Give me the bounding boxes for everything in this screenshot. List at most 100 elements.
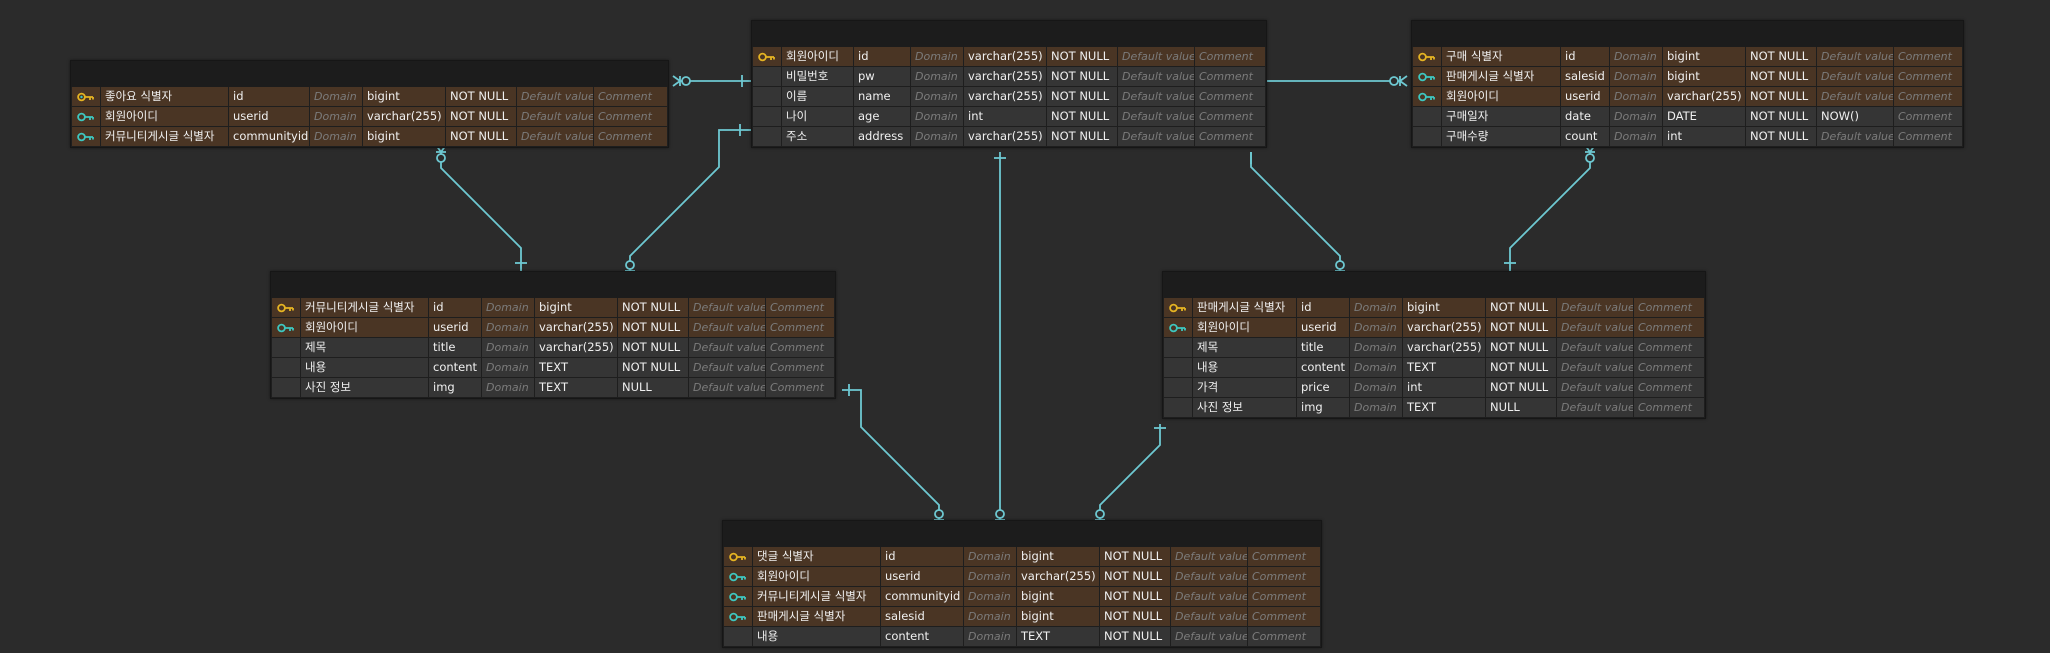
column-name-cell: id (429, 298, 481, 317)
key-cell (724, 627, 752, 646)
table-header[interactable] (1163, 272, 1705, 298)
key-cell (724, 567, 752, 586)
logical-name-cell: 회원아이디 (301, 318, 428, 337)
comment-cell: Comment (1894, 127, 1962, 146)
comment-cell: Comment (1195, 127, 1265, 146)
default-value-cell: Default value (1171, 627, 1247, 646)
column-name-cell: communityid (881, 587, 963, 606)
comment-cell: Comment (766, 358, 834, 377)
data-type-cell: bigint (1017, 607, 1099, 626)
domain-cell: Domain (310, 87, 362, 106)
default-value-cell: Default value (1118, 67, 1194, 86)
logical-name-cell: 커뮤니티게시글 식별자 (301, 298, 428, 317)
zero-marker (436, 153, 446, 163)
domain-cell: Domain (1350, 298, 1402, 317)
domain-cell: Domain (911, 67, 963, 86)
column-name-cell: salesid (881, 607, 963, 626)
default-value-cell: Default value (1817, 67, 1893, 86)
nullable-cell: NOT NULL (1746, 67, 1816, 86)
table-header[interactable] (723, 521, 1321, 547)
domain-cell: Domain (1610, 47, 1662, 66)
key-cell (753, 67, 781, 86)
logical-name-cell: 판매게시글 식별자 (753, 607, 880, 626)
column-name-cell: userid (229, 107, 309, 126)
comment-cell: Comment (594, 87, 667, 106)
logical-name-cell: 내용 (1193, 358, 1296, 377)
data-type-cell: varchar(255) (1017, 567, 1099, 586)
comment-cell: Comment (1894, 107, 1962, 126)
table-header[interactable] (271, 272, 835, 298)
foreign-key-icon (729, 612, 746, 621)
zero-marker (625, 260, 635, 270)
table-header[interactable] (752, 21, 1266, 47)
logical-name-cell: 회원아이디 (1442, 87, 1560, 106)
domain-cell: Domain (482, 298, 534, 317)
nullable-cell: NULL (1486, 398, 1556, 417)
comment-cell: Comment (1634, 378, 1704, 397)
default-value-cell: Default value (1557, 318, 1633, 337)
relation-comment-community (842, 389, 940, 520)
comment-cell: Comment (1634, 338, 1704, 357)
logical-name-cell: 구매일자 (1442, 107, 1560, 126)
comment-cell: Comment (1634, 398, 1704, 417)
logical-name-cell: 회원아이디 (1193, 318, 1296, 337)
column-name-cell: id (1297, 298, 1349, 317)
key-cell (72, 87, 100, 106)
data-type-cell: varchar(255) (964, 87, 1046, 106)
domain-cell: Domain (964, 567, 1016, 586)
data-type-cell: varchar(255) (964, 67, 1046, 86)
table-header[interactable] (71, 61, 668, 87)
primary-key-icon (1169, 303, 1186, 312)
comment-cell: Comment (1195, 47, 1265, 66)
primary-key-icon (758, 52, 775, 61)
comment-cell: Comment (1248, 567, 1320, 586)
nullable-cell: NOT NULL (446, 87, 516, 106)
zero-marker (1335, 260, 1345, 270)
zero-marker (681, 76, 691, 86)
nullable-cell: NOT NULL (1486, 298, 1556, 317)
table-header[interactable] (1412, 21, 1963, 47)
data-type-cell: varchar(255) (964, 47, 1046, 66)
column-name-cell: userid (1297, 318, 1349, 337)
relation-purchase-sales (1509, 152, 1591, 271)
nullable-cell: NOT NULL (1100, 627, 1170, 646)
logical-name-cell: 나이 (782, 107, 853, 126)
nullable-cell: NOT NULL (618, 338, 688, 357)
